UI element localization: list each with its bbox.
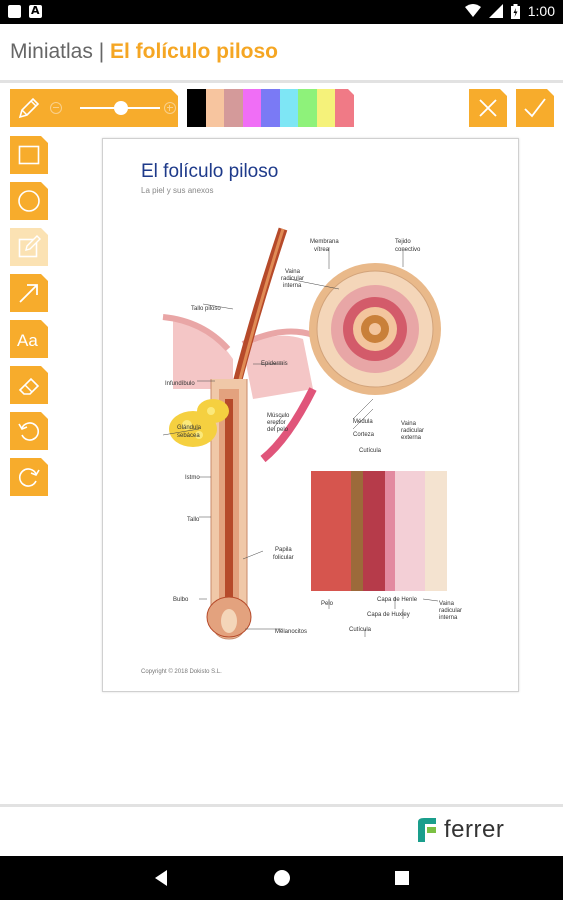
arrow-tool-button[interactable] bbox=[10, 274, 48, 312]
circle-tool-button[interactable] bbox=[10, 182, 48, 220]
eraser-tool-button[interactable] bbox=[10, 366, 48, 404]
label-musculo: Músculo bbox=[267, 413, 290, 419]
document-page[interactable]: El folículo piloso La piel y sus anexos bbox=[102, 138, 519, 692]
drawing-toolbar bbox=[0, 86, 563, 130]
plus-circle-icon[interactable] bbox=[164, 102, 176, 114]
color-swatch[interactable] bbox=[224, 89, 243, 127]
home-icon[interactable] bbox=[272, 868, 292, 888]
cancel-button[interactable] bbox=[469, 89, 507, 127]
label-glandula: Glándula bbox=[177, 425, 202, 431]
label-vaina: Vaina bbox=[285, 269, 301, 275]
wifi-icon bbox=[464, 4, 481, 17]
arrow-icon bbox=[19, 284, 38, 303]
label-vaina-externa: Vaina bbox=[401, 421, 417, 427]
circle-icon bbox=[18, 190, 40, 212]
footer-divider bbox=[0, 804, 563, 807]
label-vaina-interna-2: Vaina bbox=[439, 601, 455, 607]
pen-size-control bbox=[10, 89, 179, 127]
status-bar: 1:00 bbox=[0, 0, 563, 24]
label-externa: externa bbox=[401, 435, 422, 441]
navigation-bar bbox=[0, 856, 563, 900]
recents-icon[interactable] bbox=[392, 868, 412, 888]
doc-title: El folículo piloso bbox=[141, 161, 279, 182]
label-cuticula: Cutícula bbox=[359, 448, 382, 454]
note-tool-button[interactable] bbox=[10, 228, 48, 266]
document-title: El folículo piloso bbox=[110, 40, 278, 63]
text-aa-icon: Aa bbox=[17, 331, 38, 350]
label-radicular: radicular bbox=[281, 276, 304, 282]
redo-button[interactable] bbox=[10, 458, 48, 496]
redo-icon bbox=[18, 468, 40, 487]
note-edit-icon bbox=[18, 235, 41, 258]
color-swatch[interactable] bbox=[261, 89, 280, 127]
label-infundibulo: Infundíbulo bbox=[165, 381, 195, 387]
notification-icon bbox=[8, 5, 21, 18]
brand-name: ferrer bbox=[444, 816, 505, 843]
footer: ferrer bbox=[0, 808, 563, 856]
pen-size-slider-thumb[interactable] bbox=[114, 101, 128, 115]
text-tool-button[interactable]: Aa bbox=[10, 320, 48, 358]
pencil-icon[interactable] bbox=[16, 95, 42, 121]
label-radicular-externa: radicular bbox=[401, 428, 424, 434]
label-papila: Papila bbox=[275, 547, 292, 553]
color-swatch[interactable] bbox=[205, 89, 224, 127]
label-sebacea: sebácea bbox=[177, 433, 200, 439]
battery-icon bbox=[510, 3, 520, 19]
minus-circle-icon[interactable] bbox=[50, 102, 62, 114]
header-divider bbox=[0, 80, 563, 83]
doc-copyright: Copyright © 2018 Dokisto S.L. bbox=[141, 669, 222, 675]
label-epidermis: Epidermis bbox=[261, 361, 288, 367]
label-interna-2: interna bbox=[439, 615, 458, 621]
title-bar: Miniatlas | El folículo piloso bbox=[0, 24, 563, 80]
color-swatch[interactable] bbox=[335, 89, 354, 127]
color-swatch[interactable] bbox=[279, 89, 298, 127]
brand-logo: ferrer bbox=[416, 816, 504, 844]
hair-follicle-illustration: Membrana vítrea Tejido conectivo Vaina r… bbox=[162, 227, 462, 640]
eraser-icon bbox=[18, 377, 40, 395]
close-icon bbox=[479, 99, 497, 117]
label-del-pelo: del pelo bbox=[267, 427, 289, 433]
label-folicular: folicular bbox=[273, 555, 294, 561]
back-icon[interactable] bbox=[152, 868, 172, 888]
confirm-button[interactable] bbox=[516, 89, 554, 127]
label-radicular-2: radicular bbox=[439, 608, 462, 614]
label-capa-henle: Capa de Henle bbox=[377, 597, 418, 603]
label-tallo-piloso: Tallo piloso bbox=[191, 306, 221, 312]
color-swatch[interactable] bbox=[316, 89, 335, 127]
ferrer-logo-icon bbox=[418, 818, 436, 842]
label-vitrea: vítrea bbox=[314, 247, 330, 253]
color-palette bbox=[187, 89, 354, 127]
status-time: 1:00 bbox=[527, 3, 555, 19]
rectangle-icon bbox=[18, 145, 40, 165]
undo-icon bbox=[18, 422, 40, 441]
label-tallo: Tallo bbox=[187, 517, 200, 523]
sebaceous-gland-shape bbox=[169, 399, 229, 447]
color-swatch[interactable] bbox=[187, 89, 206, 127]
label-pelo: Pelo bbox=[321, 601, 334, 607]
label-erector: erector bbox=[267, 420, 286, 426]
label-membrana: Membrana bbox=[310, 239, 339, 245]
app-notification-icon bbox=[29, 4, 42, 18]
label-corteza: Corteza bbox=[353, 432, 375, 438]
label-istmo: Istmo bbox=[185, 475, 200, 481]
label-medula: Médula bbox=[353, 419, 373, 425]
label-cuticula-2: Cutícula bbox=[349, 627, 372, 633]
svg-text:Aa: Aa bbox=[17, 331, 38, 350]
label-capa-huxley: Capa de Huxley bbox=[367, 612, 410, 618]
doc-subtitle: La piel y sus anexos bbox=[141, 186, 214, 195]
label-melanocitos: Melanocitos bbox=[275, 629, 307, 635]
page-title: Miniatlas | El folículo piloso bbox=[10, 40, 278, 64]
color-swatch[interactable] bbox=[298, 89, 317, 127]
label-interna: interna bbox=[283, 283, 302, 289]
color-swatch[interactable] bbox=[242, 89, 261, 127]
label-conectivo: conectivo bbox=[395, 247, 421, 253]
signal-icon bbox=[488, 4, 503, 18]
label-tejido: Tejido bbox=[395, 239, 411, 245]
app-name: Miniatlas | bbox=[10, 40, 105, 63]
undo-button[interactable] bbox=[10, 412, 48, 450]
label-bulbo: Bulbo bbox=[173, 597, 189, 603]
check-icon bbox=[524, 98, 546, 118]
rectangle-tool-button[interactable] bbox=[10, 136, 48, 174]
